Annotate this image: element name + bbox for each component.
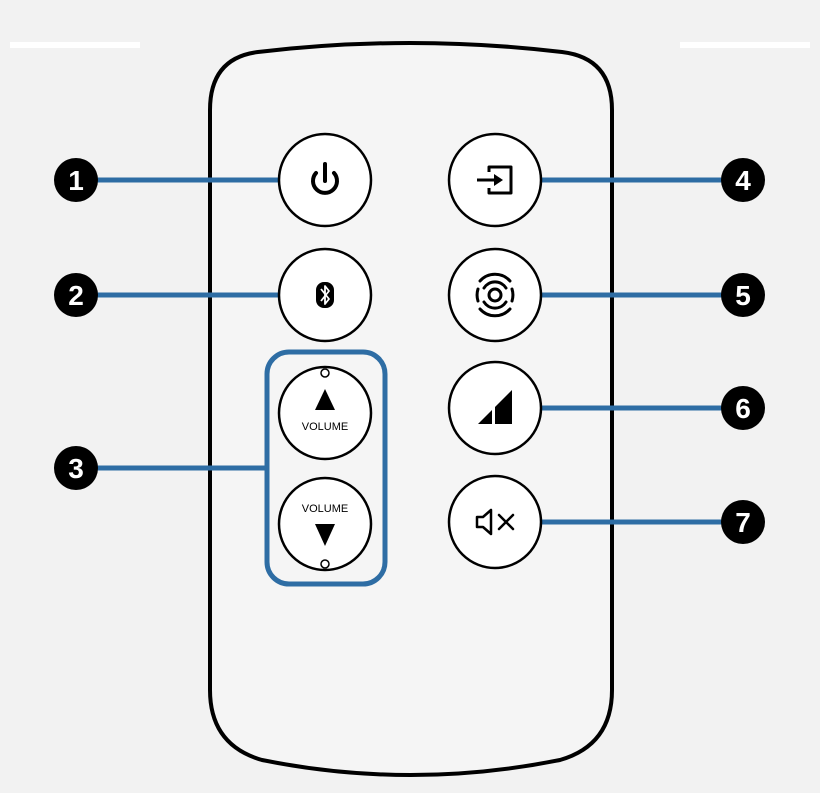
- input-button[interactable]: [447, 132, 543, 228]
- input-icon: [477, 165, 513, 195]
- bluetooth-icon: [316, 282, 334, 308]
- volume-down-button[interactable]: VOLUME: [277, 476, 373, 572]
- triangle-down-icon: [315, 524, 335, 546]
- callout-badge-5: 5: [721, 273, 765, 317]
- volume-group-border: [264, 349, 388, 587]
- callout-number-1: 1: [68, 165, 84, 196]
- mute-button[interactable]: [447, 474, 543, 570]
- callout-number-5: 5: [735, 280, 751, 311]
- power-icon: [311, 162, 339, 195]
- callout-number-3: 3: [68, 453, 84, 484]
- callout-number-4: 4: [735, 165, 751, 196]
- callout-badge-6: 6: [721, 386, 765, 430]
- callout-badge-4: 4: [721, 158, 765, 202]
- volume-up-dot: [320, 368, 330, 378]
- remote-body: [208, 41, 614, 777]
- mute-icon: [475, 508, 515, 536]
- callout-badges: 1 2 3 4 5 6 7: [54, 158, 765, 544]
- signal-level-icon: [478, 390, 512, 424]
- callout-badge-3: 3: [54, 446, 98, 490]
- callout-number-6: 6: [735, 393, 751, 424]
- triangle-up-icon: [315, 389, 335, 410]
- surround-sound-icon: [475, 272, 515, 318]
- bluetooth-button[interactable]: [277, 247, 373, 343]
- callout-badge-7: 7: [721, 500, 765, 544]
- volume-down-label: VOLUME: [302, 503, 348, 515]
- volume-up-button[interactable]: VOLUME: [277, 365, 373, 461]
- callout-badge-2: 2: [54, 273, 98, 317]
- volume-down-dot: [320, 559, 330, 569]
- callout-badge-1: 1: [54, 158, 98, 202]
- callout-lines: [80, 177, 740, 525]
- callout-number-7: 7: [735, 507, 751, 538]
- surround-button[interactable]: [447, 247, 543, 343]
- level-button[interactable]: [447, 360, 543, 456]
- callout-number-2: 2: [68, 280, 84, 311]
- volume-up-label: VOLUME: [302, 421, 348, 433]
- power-button[interactable]: [277, 132, 373, 228]
